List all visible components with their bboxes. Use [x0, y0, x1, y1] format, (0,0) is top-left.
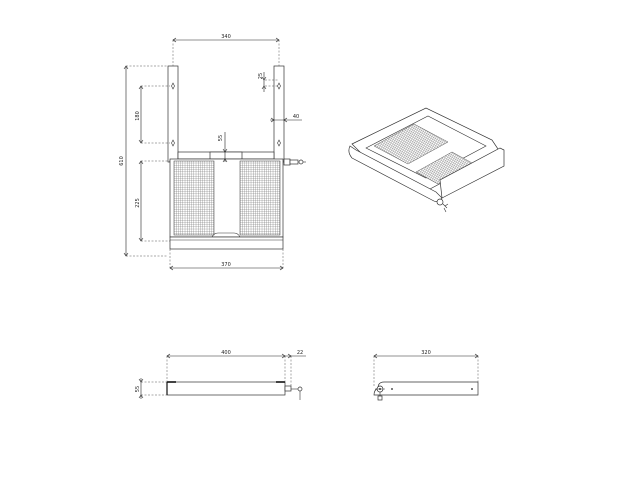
- isometric-view: [348, 107, 505, 213]
- left-bracket: [167, 65, 179, 163]
- right-bracket: [273, 65, 285, 163]
- dim-label-55: 55: [218, 135, 224, 141]
- side-lock-icon: [284, 385, 303, 400]
- dim-label-55-side: 55: [135, 386, 141, 392]
- hole-left-top: [171, 82, 175, 90]
- dim-bracket-spacing: 340: [172, 34, 280, 66]
- mesh-panel-left: [173, 160, 215, 236]
- dim-label-320: 320: [421, 350, 431, 356]
- step-center-notch: [209, 151, 243, 160]
- mesh-panel-right: [239, 160, 281, 236]
- dim-label-340: 340: [221, 34, 231, 40]
- side-body: [166, 381, 286, 396]
- side-view: 400 22 55: [135, 350, 306, 400]
- end-view: 320: [373, 350, 479, 401]
- dim-lock-projection: 22: [285, 350, 306, 386]
- dim-label-22: 22: [297, 350, 303, 356]
- dim-step-gap: 55: [218, 132, 228, 163]
- hole-left-bottom: [171, 139, 175, 147]
- dim-hole-spacing: 180: [135, 85, 170, 144]
- dim-label-400: 400: [221, 350, 231, 356]
- dim-bracket-width: 40: [270, 114, 302, 123]
- tread-bar: [169, 236, 284, 250]
- dim-mesh-height: 225: [135, 160, 170, 242]
- dim-depth: 320: [373, 350, 479, 386]
- end-lock-icon: [375, 385, 385, 401]
- dim-label-40: 40: [293, 114, 299, 120]
- dim-label-370: 370: [221, 262, 231, 268]
- dim-label-180: 180: [135, 111, 141, 121]
- dim-label-25: 25: [258, 73, 264, 79]
- dim-label-225: 225: [135, 198, 141, 208]
- dim-overall-height: 610: [119, 65, 168, 257]
- front-view: 340 25 40 55 610: [119, 34, 306, 271]
- end-body: [373, 381, 479, 396]
- dim-tread-width: 370: [169, 249, 284, 271]
- dim-length: 400: [166, 350, 286, 382]
- handle-notch: [211, 232, 241, 238]
- hole-right-bottom: [277, 139, 281, 147]
- hole-right-top: [277, 82, 281, 90]
- iso-lock-icon: [436, 198, 449, 213]
- iso-side-panel: [439, 147, 505, 199]
- dim-thickness: 55: [135, 378, 167, 399]
- iso-mesh-panel-1: [373, 123, 449, 165]
- dim-hole-offset: 25: [258, 72, 279, 92]
- lock-icon: [283, 158, 306, 166]
- dim-label-610: 610: [119, 156, 125, 166]
